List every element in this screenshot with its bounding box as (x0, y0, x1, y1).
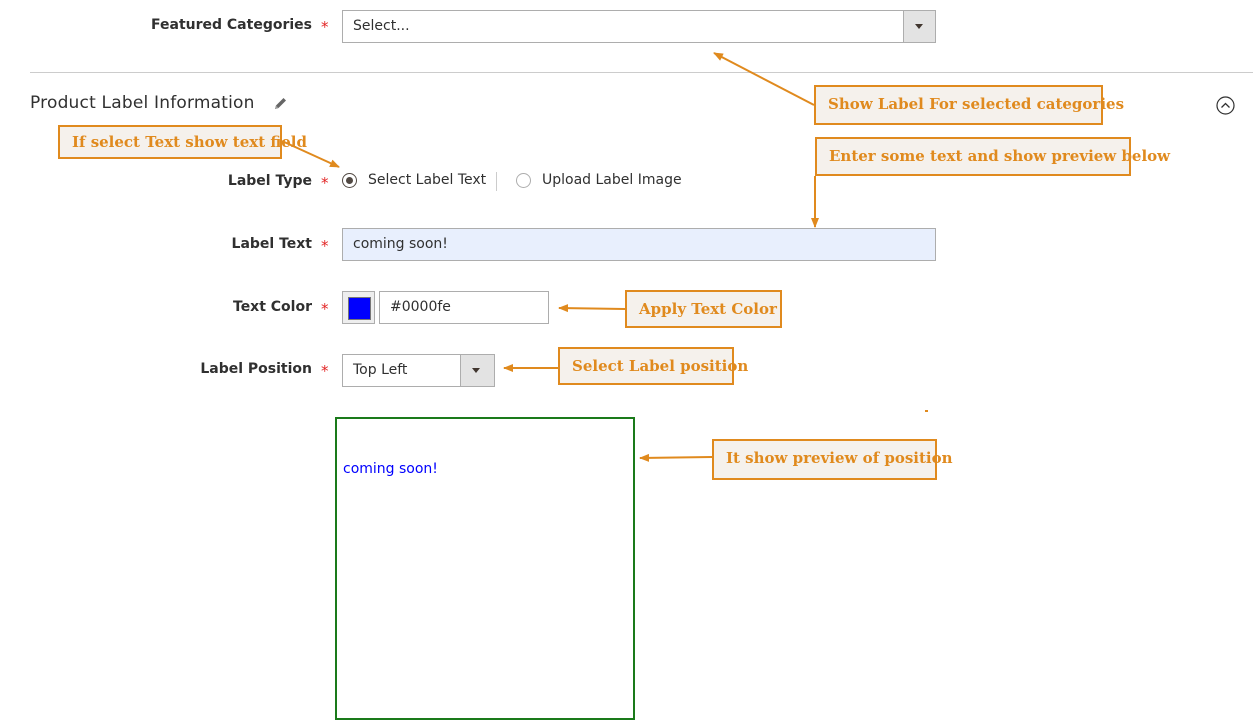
arrow-text-field (281, 140, 340, 168)
label-position-select[interactable]: Top Left (342, 354, 495, 387)
required-asterisk: * (321, 18, 329, 36)
featured-categories-value: Select... (353, 18, 410, 34)
radio-upload-label-image[interactable] (516, 173, 531, 188)
callout-preview: It show preview of position (712, 439, 953, 480)
radio-label-upload-image[interactable]: Upload Label Image (542, 172, 682, 188)
radio-separator (496, 172, 497, 191)
collapse-icon[interactable] (1216, 96, 1235, 119)
callout-position: Select Label position (558, 347, 748, 385)
arrow-preview (639, 453, 713, 462)
required-asterisk: * (321, 362, 329, 380)
required-asterisk: * (321, 300, 329, 318)
section-divider (30, 72, 1253, 73)
color-picker-button[interactable] (342, 291, 375, 324)
color-swatch (348, 297, 371, 320)
preview-label-text: coming soon! (343, 461, 438, 477)
required-asterisk: * (321, 237, 329, 255)
edit-pencil-icon[interactable] (273, 96, 288, 115)
radio-select-label-text[interactable] (342, 173, 357, 188)
chevron-down-icon[interactable] (903, 11, 935, 42)
text-color-input[interactable]: #0000fe (379, 291, 549, 324)
label-text-input[interactable]: coming soon! (342, 228, 936, 261)
label-preview-box: coming soon! (335, 417, 635, 720)
section-title: Product Label Information (30, 93, 255, 113)
callout-preview-text: Enter some text and show preview below (815, 137, 1170, 176)
label-type-label: Label Type (227, 173, 312, 189)
label-position-label: Label Position (200, 361, 312, 377)
radio-label-select-text[interactable]: Select Label Text (368, 172, 487, 188)
text-color-label: Text Color (233, 299, 312, 315)
featured-categories-select[interactable]: Select... (342, 10, 936, 43)
featured-categories-label: Featured Categories (151, 17, 312, 33)
arrow-categories (713, 52, 815, 106)
required-asterisk: * (321, 174, 329, 192)
label-text-label: Label Text (231, 236, 312, 252)
callout-color: Apply Text Color (625, 290, 782, 328)
chevron-down-icon[interactable] (460, 355, 494, 386)
callout-categories: Show Label For selected categories (814, 85, 1124, 125)
label-position-value: Top Left (353, 362, 408, 378)
callout-text-field: If select Text show text field (58, 125, 307, 159)
arrow-color (558, 304, 626, 313)
